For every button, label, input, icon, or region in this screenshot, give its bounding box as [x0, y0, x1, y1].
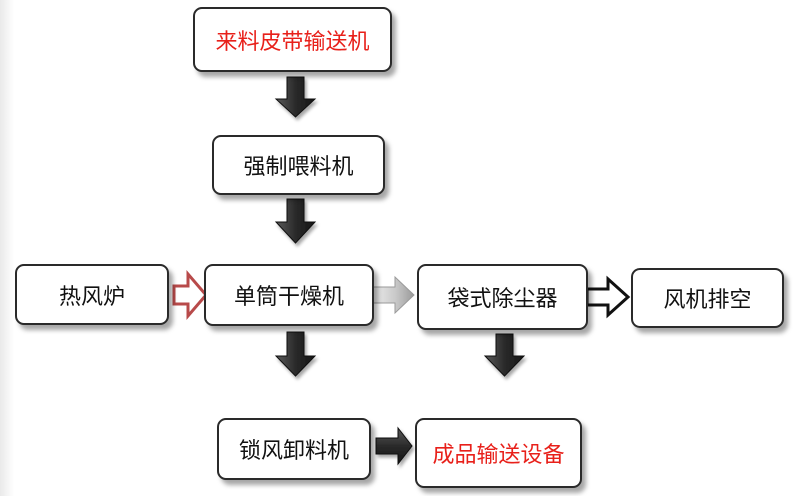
- arrow-discharger-to-product: [375, 426, 413, 466]
- node-label: 热风炉: [58, 284, 125, 310]
- node-forced-feeder: 强制喂料机: [212, 135, 385, 195]
- arrow-furnace-to-dryer: [172, 269, 208, 321]
- node-label: 锁风卸料机: [238, 439, 349, 464]
- arrow-filter-to-product: [483, 333, 526, 377]
- arrow-feeder-to-dryer: [274, 198, 317, 244]
- arrow-dryer-to-filter: [367, 275, 415, 315]
- node-label: 成品输送设备: [432, 443, 565, 468]
- node-single-drum-dryer: 单筒干燥机: [204, 264, 374, 326]
- node-label: 来料皮带输送机: [215, 29, 370, 55]
- node-product-conveying: 成品输送设备: [415, 418, 582, 488]
- arrow-dryer-to-discharger: [274, 331, 317, 377]
- node-label: 袋式除尘器: [447, 287, 558, 312]
- node-label: 风机排空: [663, 288, 752, 313]
- node-airlock-discharger: 锁风卸料机: [217, 418, 371, 480]
- node-label: 强制喂料机: [243, 155, 354, 180]
- node-bag-filter: 袋式除尘器: [417, 264, 588, 330]
- arrow-conveyor-to-feeder: [274, 76, 317, 118]
- node-hot-air-furnace: 热风炉: [15, 264, 169, 325]
- left-edge-shade: [0, 0, 14, 496]
- node-fan-exhaust: 风机排空: [631, 268, 784, 328]
- node-feed-conveyor: 来料皮带输送机: [193, 7, 392, 72]
- node-label: 单筒干燥机: [233, 285, 344, 310]
- arrow-filter-to-exhaust: [585, 275, 631, 319]
